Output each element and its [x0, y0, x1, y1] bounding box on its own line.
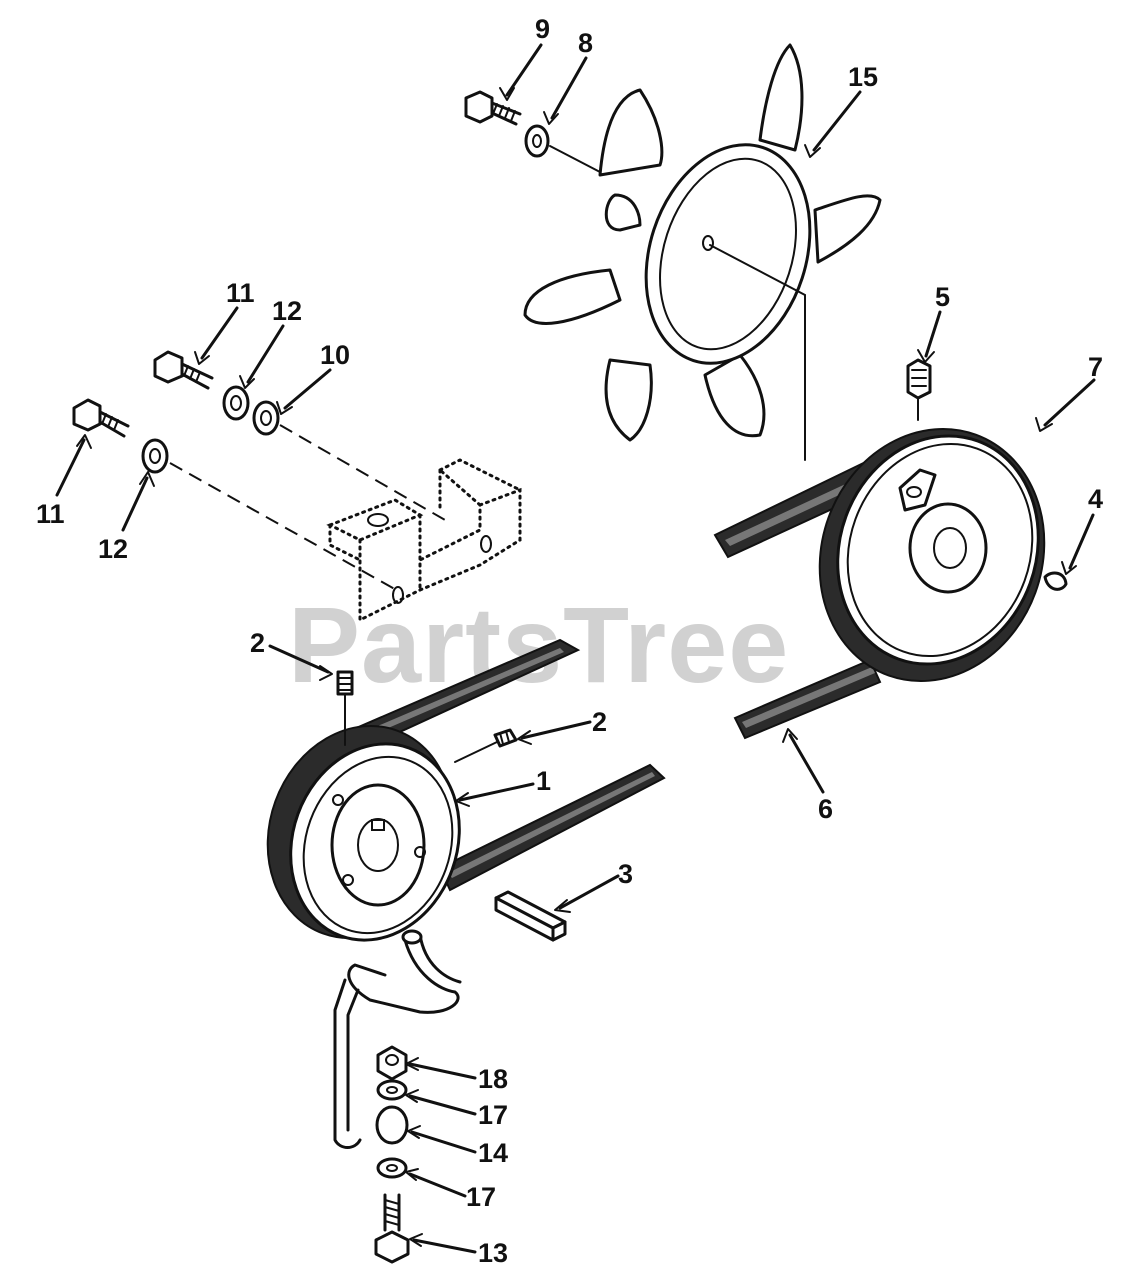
callout-17-upper: 17: [478, 1100, 508, 1130]
callout-3: 3: [618, 859, 633, 889]
callout-9: 9: [535, 14, 550, 44]
rod-part-14: [333, 929, 462, 1149]
bolt-part-13: [374, 1193, 410, 1264]
key-part-4: [1043, 571, 1068, 591]
washer-part-17-lower: [376, 1157, 408, 1179]
callout-12-upper: 12: [272, 296, 302, 326]
washer-part-8: [524, 124, 550, 158]
callout-2-side: 2: [592, 707, 607, 737]
callout-17-lower: 17: [466, 1182, 496, 1212]
watermark: PartsTree: [288, 584, 789, 705]
callout-1: 1: [536, 766, 551, 796]
leader-line-fan: [549, 145, 601, 173]
bracket: [326, 458, 522, 623]
callout-4: 4: [1088, 484, 1103, 514]
callout-7: 7: [1088, 352, 1103, 382]
leader-dash-upper: [279, 424, 446, 521]
callout-15: 15: [848, 62, 878, 92]
bolt-part-9: [464, 90, 522, 126]
set-screw-part-2-upper: [336, 670, 354, 696]
pulley-part-7: [818, 427, 1046, 683]
callout-6: 6: [818, 794, 833, 824]
nut-part-18: [376, 1045, 408, 1081]
lock-washer-part-12-upper: [222, 385, 250, 421]
fan-part-15: [523, 43, 882, 442]
callout-5: 5: [935, 282, 950, 312]
leader-line-setscrew-2-side: [454, 741, 498, 763]
callout-18: 18: [478, 1064, 508, 1094]
engine-belt: [337, 638, 666, 892]
pulley-part-1: [266, 724, 461, 942]
callout-10: 10: [320, 340, 350, 370]
bolt-part-11-upper: [153, 350, 214, 390]
callout-13: 13: [478, 1238, 508, 1268]
leader-dash-lower: [169, 462, 401, 593]
callout-8: 8: [578, 28, 593, 58]
callout-arrows: [55, 43, 1096, 1254]
callout-11-upper: 11: [226, 278, 255, 308]
lock-washer-part-12-lower: [141, 438, 169, 474]
square-key-part-3: [494, 890, 567, 942]
washer-part-10: [252, 400, 280, 436]
set-screw-part-2-side: [493, 728, 518, 748]
callout-11-lower: 11: [36, 499, 65, 529]
leader-line-fan-shaft: [709, 244, 806, 461]
callout-14: 14: [478, 1138, 508, 1168]
callout-12-lower: 12: [98, 534, 128, 564]
bolt-part-11-lower: [72, 398, 130, 438]
washer-part-17-upper: [376, 1079, 408, 1101]
callout-2-upper: 2: [250, 628, 265, 658]
set-screw-part-5: [906, 358, 932, 400]
